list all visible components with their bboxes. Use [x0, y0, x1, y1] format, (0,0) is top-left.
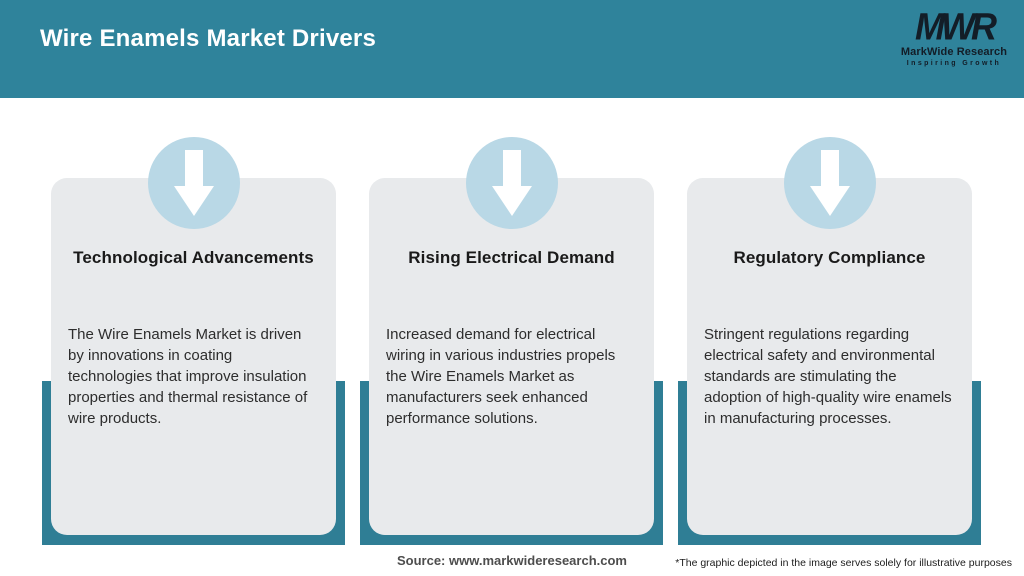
page-title: Wire Enamels Market Drivers: [40, 25, 377, 52]
driver-card-technological-advancements: Technological Advancements The Wire Enam…: [42, 137, 345, 545]
disclaimer-text: *The graphic depicted in the image serve…: [675, 557, 1012, 569]
mwr-monogram: MWR: [915, 4, 997, 48]
card-panel: Technological Advancements The Wire Enam…: [51, 178, 336, 535]
logo-company-name: MarkWide Research: [900, 46, 1008, 58]
driver-card-regulatory-compliance: Regulatory Compliance Stringent regulati…: [678, 137, 981, 545]
down-arrow-icon: [809, 150, 850, 216]
header-bar: Wire Enamels Market Drivers MWR MarkWide…: [0, 0, 1024, 98]
card-title: Regulatory Compliance: [733, 248, 926, 267]
card-description: Increased demand for electrical wiring i…: [386, 326, 616, 427]
drivers-card-row: Technological Advancements The Wire Enam…: [42, 137, 982, 545]
icon-circle: [465, 137, 558, 229]
card-description: Stringent regulations regarding electric…: [704, 326, 952, 427]
markwide-research-logo: MWR MarkWide Research Inspiring Growth: [894, 4, 1014, 67]
card-panel: Regulatory Compliance Stringent regulati…: [687, 178, 972, 535]
down-arrow-icon: [173, 150, 214, 216]
card-title: Technological Advancements: [73, 248, 314, 267]
logo-tagline: Inspiring Growth: [906, 60, 1002, 67]
card-panel: Rising Electrical Demand Increased deman…: [369, 178, 654, 535]
down-arrow-icon: [491, 150, 532, 216]
icon-circle: [147, 137, 240, 229]
card-title: Rising Electrical Demand: [408, 248, 615, 267]
icon-circle: [783, 137, 876, 229]
source-text: Source: www.markwideresearch.com: [396, 553, 627, 568]
driver-card-rising-electrical-demand: Rising Electrical Demand Increased deman…: [360, 137, 663, 545]
card-description: The Wire Enamels Market is driven by inn…: [68, 326, 308, 427]
